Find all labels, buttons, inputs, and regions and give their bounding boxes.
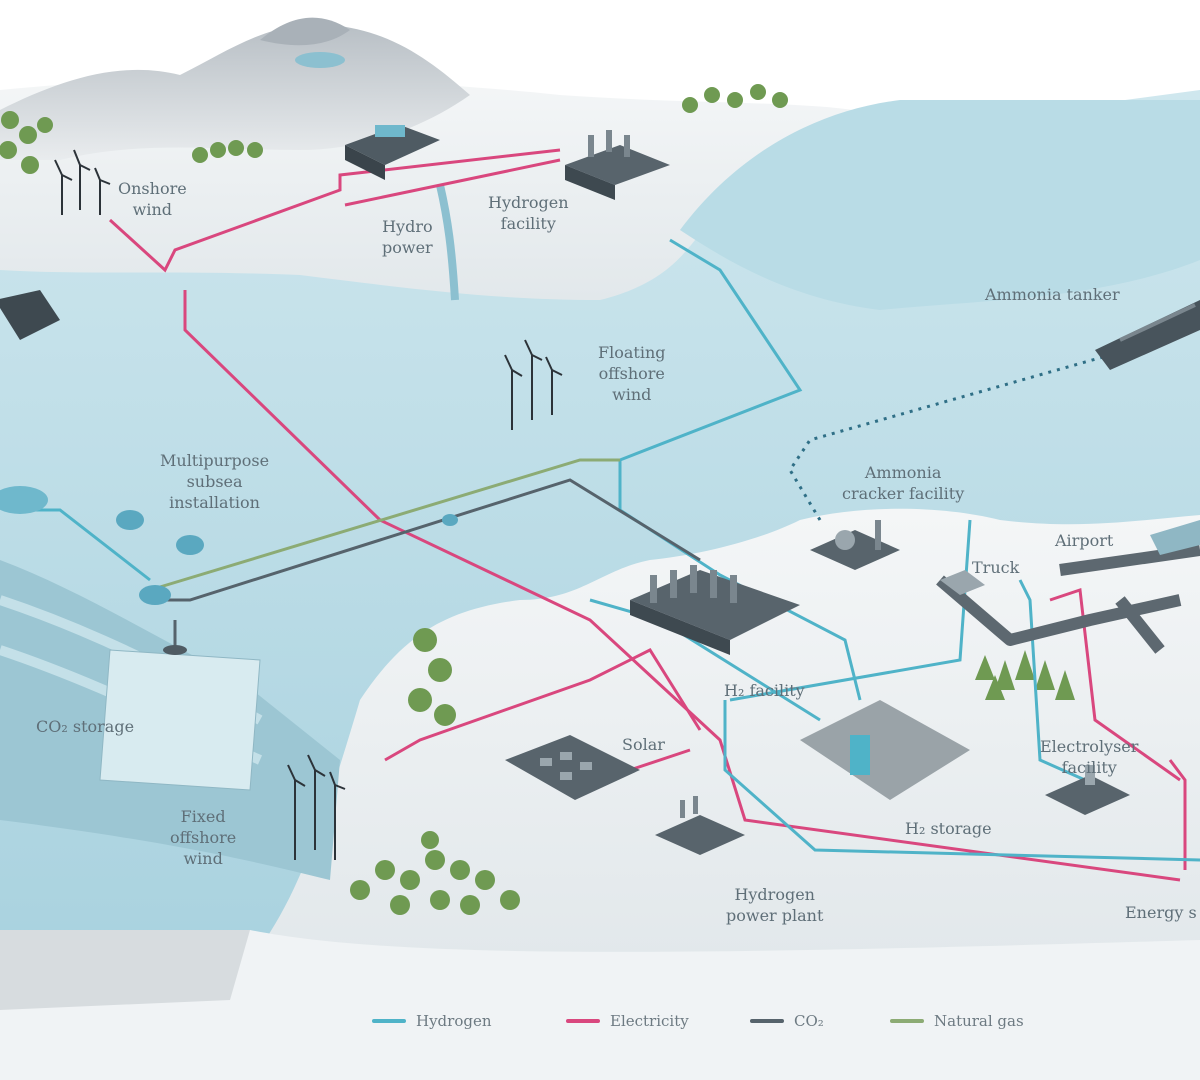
legend-label: Natural gas	[934, 1012, 1024, 1030]
wind-turbines	[54, 149, 563, 860]
bottom-band	[0, 930, 1200, 1080]
natural-gas-lines	[149, 458, 620, 592]
fjord-north	[680, 100, 1200, 310]
mountain-range	[0, 24, 470, 161]
hydro-plant	[295, 52, 440, 180]
airport-roads	[936, 544, 1200, 654]
truck-icon	[940, 570, 985, 595]
tree-clusters	[0, 84, 788, 915]
label-co2-storage: CO₂ storage	[36, 717, 135, 736]
h2-storage-pit	[800, 700, 970, 800]
legend-label: Hydrogen	[416, 1012, 492, 1030]
label-h2-facility: H₂ facility	[724, 681, 805, 700]
legend-item-co2: CO₂	[750, 1012, 824, 1030]
label-truck: Truck	[972, 558, 1020, 577]
label-solar: Solar	[622, 735, 665, 754]
label-ammonia-tanker: Ammonia tanker	[985, 285, 1120, 304]
hydro-river	[436, 184, 459, 301]
legend-label: Electricity	[610, 1012, 689, 1030]
mountain-peak	[260, 17, 350, 46]
subsea-installation	[0, 290, 458, 655]
ammonia-tanker-ship	[1095, 300, 1200, 370]
legend-item-natural-gas: Natural gas	[890, 1012, 1024, 1030]
pine-cluster	[975, 650, 1075, 700]
hydrogen-facility-north	[565, 130, 670, 200]
legend-swatch-co2	[750, 1019, 784, 1023]
electricity-lines	[108, 148, 1187, 882]
solar-panels	[505, 735, 640, 800]
hydrogen-lines	[20, 238, 1200, 862]
legend-swatch-natural-gas	[890, 1019, 924, 1023]
legend-label: CO₂	[794, 1012, 824, 1030]
hydrogen-power-plant	[655, 796, 745, 855]
h2-facility-central	[630, 565, 800, 655]
legend-swatch-electricity	[566, 1019, 600, 1023]
electrolyser-facility	[1045, 765, 1130, 815]
legend-item-electricity: Electricity	[566, 1012, 689, 1030]
legend-swatch-hydrogen	[372, 1019, 406, 1023]
airport-plane	[1150, 520, 1200, 555]
label-energy-storage: Energy s	[1125, 903, 1197, 922]
ammonia-cracker	[810, 520, 900, 570]
co2-storage-box	[99, 649, 261, 791]
ammonia-route	[788, 353, 1111, 521]
label-h2-storage: H₂ storage	[905, 819, 992, 838]
label-airport: Airport	[1055, 531, 1114, 550]
legend: Hydrogen Electricity CO₂ Natural gas	[0, 1012, 1200, 1036]
legend-item-hydrogen: Hydrogen	[372, 1012, 492, 1030]
